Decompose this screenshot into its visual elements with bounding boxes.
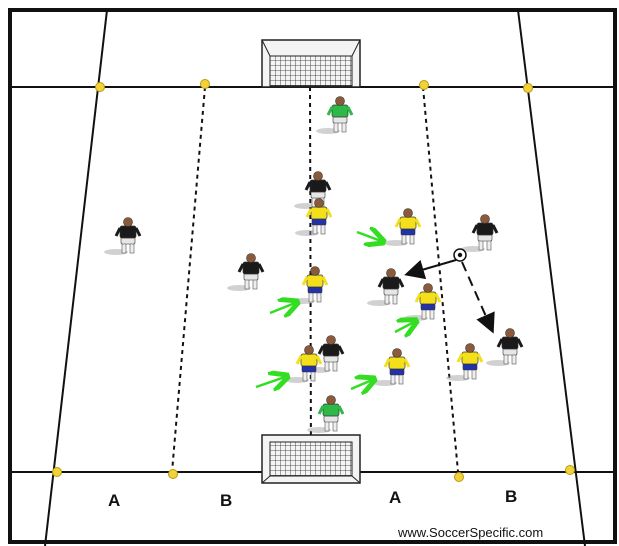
arrow-icon [269, 303, 295, 313]
ball-icon [453, 248, 467, 262]
cone-icon [52, 467, 62, 477]
yellow-team-player-icon [295, 198, 333, 236]
cone-icon [565, 465, 575, 475]
black-team-player-icon [227, 253, 265, 291]
arrow-icon [394, 322, 414, 332]
yellow-team-player-icon [384, 208, 422, 246]
black-team-player-icon [104, 217, 142, 255]
goal-icon [261, 39, 361, 88]
black-team-player-icon [486, 328, 524, 366]
yellow-team-player-icon [446, 343, 484, 381]
arrow-icon [461, 261, 495, 334]
black-team-player-icon [367, 268, 405, 306]
cone-icon [200, 79, 210, 89]
arrow-icon [356, 232, 381, 241]
goal-icon [261, 434, 361, 484]
pass-arrows [404, 259, 495, 334]
goalkeeper-player-icon [307, 395, 345, 433]
cone-icon [95, 82, 105, 92]
yellow-team-player-icon [404, 283, 442, 321]
movement-arrows [255, 232, 414, 389]
arrow-icon [350, 380, 372, 389]
cone-icon [419, 80, 429, 90]
arrow-icon [404, 259, 457, 280]
cone-icon [523, 83, 533, 93]
black-team-player-icon [461, 214, 499, 252]
black-team-player-icon [294, 171, 332, 209]
zone-label-b-right: B [505, 487, 518, 506]
zone-label-b-left: B [220, 491, 233, 510]
cone-icon [454, 472, 464, 482]
cone-icon [168, 469, 178, 479]
cones [52, 79, 575, 482]
zone-label-a-left: A [108, 491, 121, 510]
zone-label-a-right: A [389, 488, 402, 507]
website-credit: www.SoccerSpecific.com [398, 525, 544, 540]
black-team-player-icon [307, 335, 345, 373]
goalkeeper-player-icon [316, 96, 354, 134]
arrow-icon [255, 377, 285, 387]
